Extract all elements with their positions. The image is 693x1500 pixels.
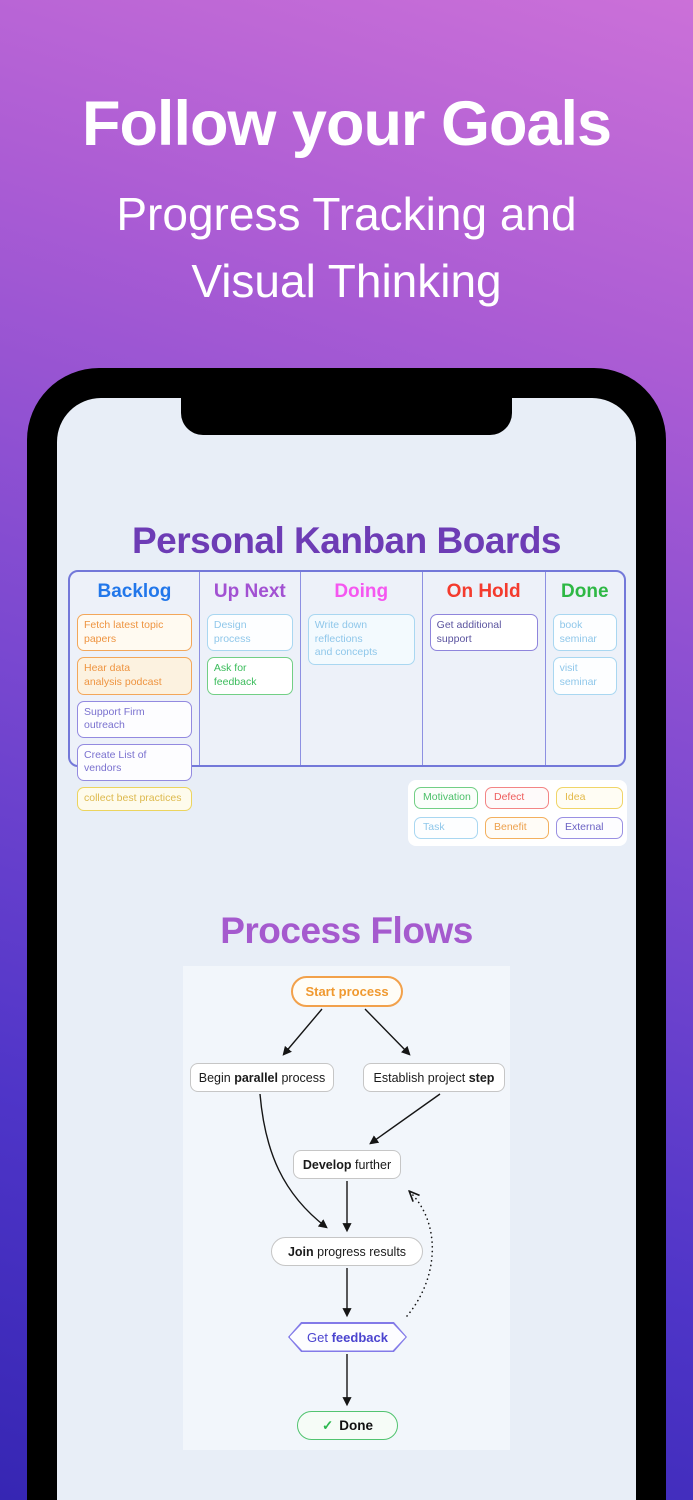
phone-frame: Personal Kanban Boards Backlog Fetch lat… [27, 368, 666, 1500]
kanban-column-doing: Doing Write down reflections and concept… [299, 572, 422, 765]
hero-subtitle: Progress Tracking and Visual Thinking [116, 188, 577, 308]
tag-chip-task[interactable]: Task [414, 817, 478, 839]
kanban-card[interactable]: Ask for feedback [206, 657, 293, 695]
kanban-card[interactable]: Write down reflections and concepts [307, 614, 415, 665]
kanban-card[interactable]: Design process [206, 614, 293, 652]
kanban-card[interactable]: book seminar [552, 614, 617, 652]
flow-node-join-results[interactable]: Join progress results [271, 1237, 423, 1266]
check-icon: ✓ [321, 1417, 334, 1433]
flow-arrows [259, 1008, 441, 1407]
column-header: Backlog [97, 581, 172, 602]
phone-screen: Personal Kanban Boards Backlog Fetch lat… [57, 398, 636, 1500]
kanban-board: Backlog Fetch latest topic papers Hear d… [68, 570, 626, 811]
flow-node-done[interactable]: ✓ Done [297, 1411, 398, 1440]
column-header: Done [561, 581, 609, 602]
tag-legend: Motivation Defect Idea Task Benefit Exte… [408, 780, 627, 846]
flow-node-establish-step[interactable]: Establish project step [363, 1063, 505, 1092]
kanban-heading: Personal Kanban Boards [131, 520, 562, 561]
kanban-column-up-next: Up Next Design process Ask for feedback [198, 572, 300, 765]
flow-heading: Process Flows [220, 910, 473, 951]
column-header: Up Next [213, 581, 286, 602]
column-header: Doing [334, 581, 389, 602]
kanban-card[interactable]: Create List of vendors [77, 743, 192, 782]
tag-chip-external[interactable]: External [556, 817, 623, 839]
flowchart: Start process Begin parallel process Est… [183, 966, 510, 1450]
tag-chip-motivation[interactable]: Motivation [414, 787, 478, 809]
kanban-card[interactable]: Support Firm outreach [77, 700, 192, 738]
kanban-card[interactable]: Fetch latest topic papers [77, 614, 192, 652]
tag-chip-defect[interactable]: Defect [485, 787, 549, 809]
flow-node-start[interactable]: Start process [291, 976, 403, 1007]
flow-node-get-feedback[interactable]: Get feedback [288, 1322, 407, 1352]
flow-node-begin-parallel[interactable]: Begin parallel process [190, 1063, 334, 1092]
kanban-card[interactable]: collect best practices [77, 787, 192, 811]
kanban-column-backlog: Backlog Fetch latest topic papers Hear d… [70, 572, 199, 811]
column-header: On Hold [446, 581, 521, 602]
kanban-card[interactable]: Hear data analysis podcast [77, 657, 192, 695]
tag-chip-benefit[interactable]: Benefit [485, 817, 549, 839]
phone-notch [181, 398, 512, 435]
kanban-column-on-hold: On Hold Get additional support [421, 572, 545, 765]
kanban-card[interactable]: visit seminar [552, 657, 617, 695]
hero-section: Follow your Goals Progress Tracking and … [0, 89, 693, 316]
flow-node-develop-further[interactable]: Develop further [293, 1150, 401, 1179]
tag-chip-idea[interactable]: Idea [556, 787, 623, 809]
hero-title: Follow your Goals [81, 89, 612, 159]
kanban-card[interactable]: Get additional support [429, 614, 538, 652]
kanban-column-done: Done book seminar visit seminar [544, 572, 624, 765]
